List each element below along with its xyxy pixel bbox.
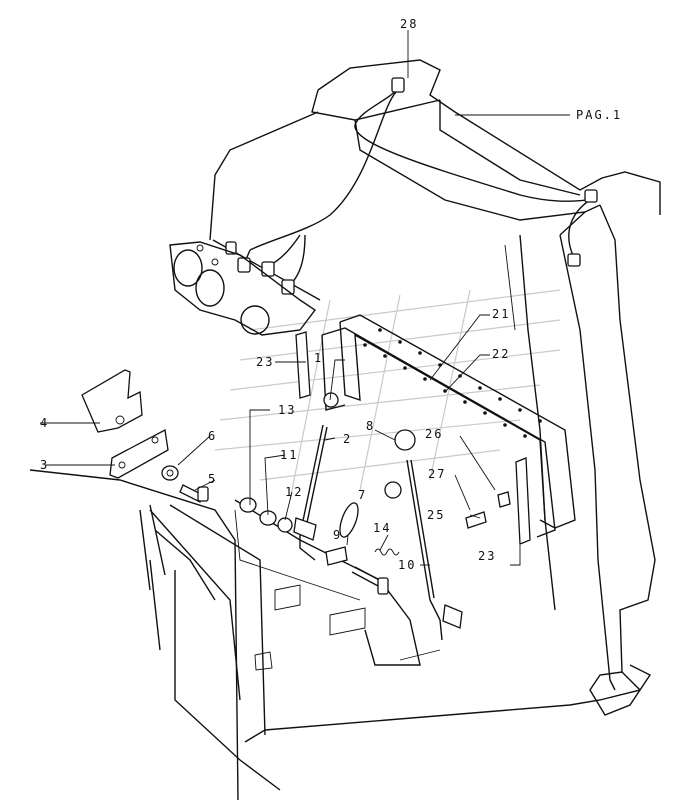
wiring-harness [225, 77, 598, 295]
seal-bolt-holes [363, 328, 542, 438]
callout-28: 28 [400, 17, 418, 31]
callout-13: 13 [278, 403, 296, 417]
callout-14: 14 [373, 521, 391, 535]
connector-28 [391, 77, 405, 93]
callout-3: 3 [40, 458, 49, 472]
callout-11: 11 [280, 448, 298, 462]
callout-12: 12 [285, 485, 303, 499]
lever-rod-10 [394, 429, 463, 641]
page-ref: PAG.1 [576, 108, 622, 122]
callout-26: 26 [425, 427, 443, 441]
callout-4: 4 [40, 416, 49, 430]
strip-23-left [295, 331, 311, 399]
strip-23-right [515, 457, 531, 545]
callout-10: 10 [398, 558, 416, 572]
callout-23-right: 23 [478, 549, 496, 563]
lever-rod-2 [293, 392, 339, 561]
callout-1: 1 [314, 351, 323, 365]
watermark-logo [214, 289, 561, 501]
callout-2: 2 [343, 432, 352, 446]
washer-6 [161, 465, 179, 481]
callout-5: 5 [208, 472, 217, 486]
callout-9: 9 [333, 528, 342, 542]
callout-21: 21 [492, 307, 510, 321]
callout-labels: 28 PAG.1 21 22 23 1 13 4 3 6 5 2 11 12 8… [40, 17, 622, 572]
callout-6: 6 [208, 429, 217, 443]
callout-25: 25 [427, 508, 445, 522]
front-light-cluster [169, 241, 317, 336]
callout-8: 8 [366, 419, 375, 433]
plate-3 [109, 428, 169, 479]
bracket-4 [81, 369, 143, 433]
callout-23-left: 23 [256, 355, 274, 369]
small-parts [239, 481, 511, 595]
window-seal-frames [321, 314, 576, 538]
callout-22: 22 [492, 347, 510, 361]
callout-7: 7 [358, 488, 367, 502]
leader-lines [40, 30, 570, 566]
bolt-5 [179, 484, 209, 503]
callout-27: 27 [428, 467, 446, 481]
